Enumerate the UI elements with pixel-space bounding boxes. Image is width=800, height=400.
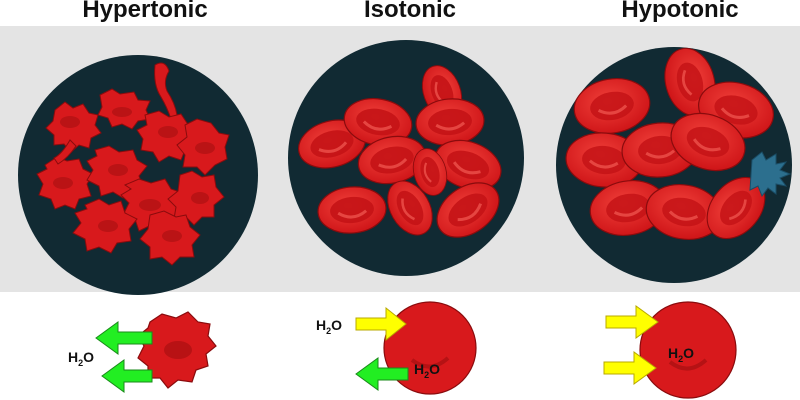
water-label-hypertonic: H2O: [68, 349, 94, 368]
hypertonic-cell-detail: H2O: [68, 311, 217, 393]
water-label-hypotonic: H2O: [668, 345, 694, 364]
water-label-isotonic-in: H2O: [316, 317, 342, 336]
dish-hypotonic: [556, 41, 792, 283]
isotonic-cell-detail: H2O H2O: [316, 301, 477, 395]
arrow-in: [355, 306, 407, 342]
water-label-isotonic-out: H2O: [414, 361, 440, 380]
arrow-in-lower: [603, 351, 657, 385]
arrow-out: [355, 357, 409, 391]
title-hypertonic: Hypertonic: [82, 0, 208, 23]
arrow-out-upper: [95, 321, 153, 355]
lysed-cell-fragment: [749, 151, 792, 198]
swollen-single-cell: [639, 301, 737, 399]
dish-isotonic: [288, 40, 524, 276]
dish-hypertonic: [18, 55, 258, 295]
title-isotonic: Isotonic: [363, 0, 456, 23]
title-hypotonic: Hypotonic: [621, 0, 739, 23]
arrow-out-lower: [101, 359, 153, 393]
hypotonic-cell-detail: H2O: [603, 301, 737, 399]
arrow-in-upper: [605, 305, 659, 339]
